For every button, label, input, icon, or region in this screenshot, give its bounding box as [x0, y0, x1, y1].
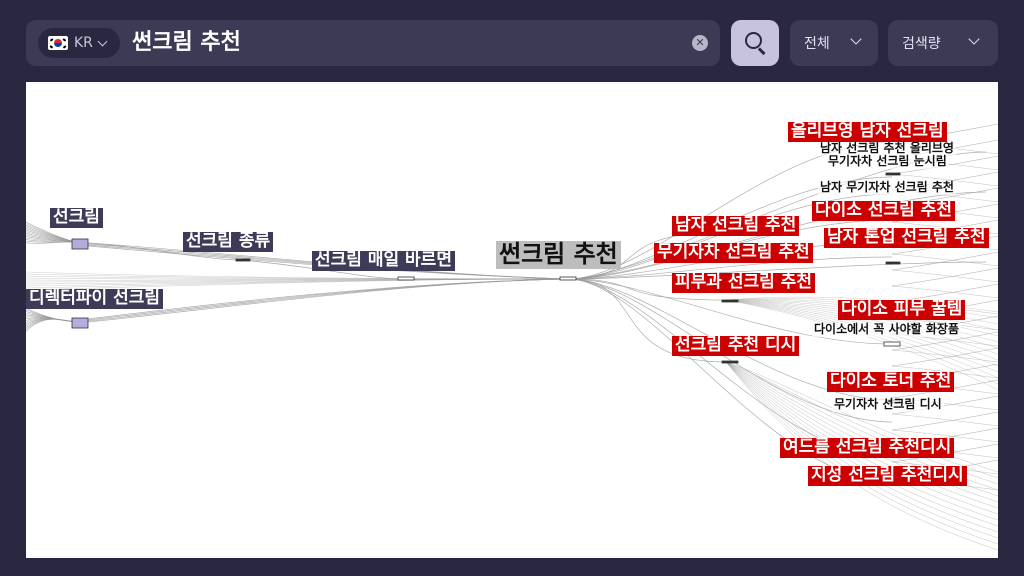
graph-node[interactable]: 무기자차 선크림 디시 [832, 397, 944, 412]
search-input[interactable]: 썬크림 추천 [132, 30, 241, 55]
graph-edge [567, 261, 987, 280]
graph-edge [891, 349, 998, 363]
graph-node-marker [397, 276, 415, 281]
graph-node-marker [559, 276, 577, 281]
graph-node-highlight[interactable]: 지성 선크림 추천디시 [808, 465, 967, 486]
graph-edge [891, 155, 998, 175]
chevron-down-icon [97, 36, 108, 47]
graph-node-highlight[interactable]: 올리브영 남자 선크림 [788, 121, 947, 142]
scope-dropdown-label: 전체 [804, 36, 830, 52]
sort-dropdown[interactable]: 검색량 [888, 20, 998, 66]
graph-edge [26, 278, 569, 291]
graph-edge [891, 395, 998, 415]
graph-edge [725, 299, 998, 391]
graph-node-highlight[interactable]: 다이소 피부 꿀템 [838, 299, 966, 320]
search-icon [745, 32, 762, 49]
graph-edge [725, 361, 998, 509]
graph-center-node[interactable]: 썬크림 추천 [496, 240, 621, 269]
graph-edge [891, 251, 998, 271]
graph-node[interactable]: 선크림 [50, 207, 103, 228]
graph-node-highlight[interactable]: 남자 톤업 선크림 추천 [824, 227, 989, 248]
graph-node[interactable]: 디렉터파이 선크림 [26, 288, 164, 309]
graph-edge [725, 361, 998, 479]
graph-node[interactable]: 무기자차 선크림 눈시림 [826, 154, 949, 169]
graph-edge [891, 253, 998, 267]
graph-node-marker [721, 360, 739, 364]
graph-edge [891, 347, 998, 367]
chevron-down-icon [968, 33, 980, 45]
graph-node-marker [235, 258, 251, 262]
graph-node[interactable]: 남자 무기자차 선크림 추천 [818, 180, 956, 195]
graph-edge [891, 411, 998, 431]
search-button[interactable] [731, 20, 779, 66]
sort-dropdown-label: 검색량 [902, 36, 941, 52]
chevron-down-icon [850, 33, 862, 45]
graph-node[interactable]: 남자 선크림 추천 올리브영 [818, 141, 956, 156]
graph-edge [725, 299, 998, 355]
graph-edge [87, 242, 243, 261]
keyword-graph[interactable]: 선크림 선크림 종류 선크림 매일 바르면 디렉터파이 선크림 썬크림 추천 남… [26, 82, 998, 558]
graph-node-marker [721, 299, 739, 303]
graph-node-highlight[interactable]: 피부과 선크림 추천 [672, 272, 815, 293]
graph-edge [891, 429, 998, 443]
graph-edge [891, 413, 998, 427]
graph-edge [891, 269, 998, 283]
country-selector[interactable]: KR [38, 28, 120, 58]
graph-node-highlight[interactable]: 선크림 추천 디시 [672, 335, 800, 356]
graph-edge [891, 173, 998, 187]
graph-edge [725, 361, 998, 515]
graph-edge [891, 285, 998, 299]
graph-node[interactable]: 선크림 매일 바르면 [312, 250, 455, 271]
graph-node-marker [883, 341, 901, 347]
graph-edge [567, 278, 893, 345]
graph-node-marker [885, 261, 901, 265]
graph-node-highlight[interactable]: 여드름 선크림 추천디시 [780, 437, 955, 458]
graph-edge [725, 361, 998, 545]
graph-edge [725, 361, 998, 485]
graph-node-marker [885, 172, 901, 176]
graph-node-highlight[interactable]: 다이소 선크림 추천 [812, 200, 955, 221]
graph-edge [725, 296, 998, 313]
korea-flag-icon [48, 36, 68, 50]
graph-edge [26, 273, 569, 280]
graph-node[interactable]: 선크림 종류 [183, 231, 274, 252]
search-toolbar: KR 썬크림 추천 ✕ 전체 검색량 [0, 0, 1024, 80]
search-box[interactable]: KR 썬크림 추천 ✕ [26, 20, 720, 66]
scope-dropdown[interactable]: 전체 [790, 20, 878, 66]
graph-node-marker [71, 317, 89, 329]
country-code: KR [74, 35, 93, 51]
graph-edge [891, 267, 998, 287]
graph-node-marker [71, 238, 89, 250]
graph-edge [567, 278, 727, 301]
graph-node-highlight[interactable]: 다이소 토너 추천 [827, 371, 955, 392]
graph-edge [87, 278, 569, 320]
graph-edges [26, 123, 998, 551]
graph-node-highlight[interactable]: 남자 선크림 추천 [672, 215, 800, 236]
graph-node[interactable]: 다이소에서 꼭 사야할 화장품 [812, 322, 962, 337]
graph-edge [725, 361, 998, 551]
clear-search-icon[interactable]: ✕ [692, 35, 708, 51]
graph-node-highlight[interactable]: 무기자차 선크림 추천 [654, 242, 813, 263]
graph-edge [891, 331, 998, 351]
